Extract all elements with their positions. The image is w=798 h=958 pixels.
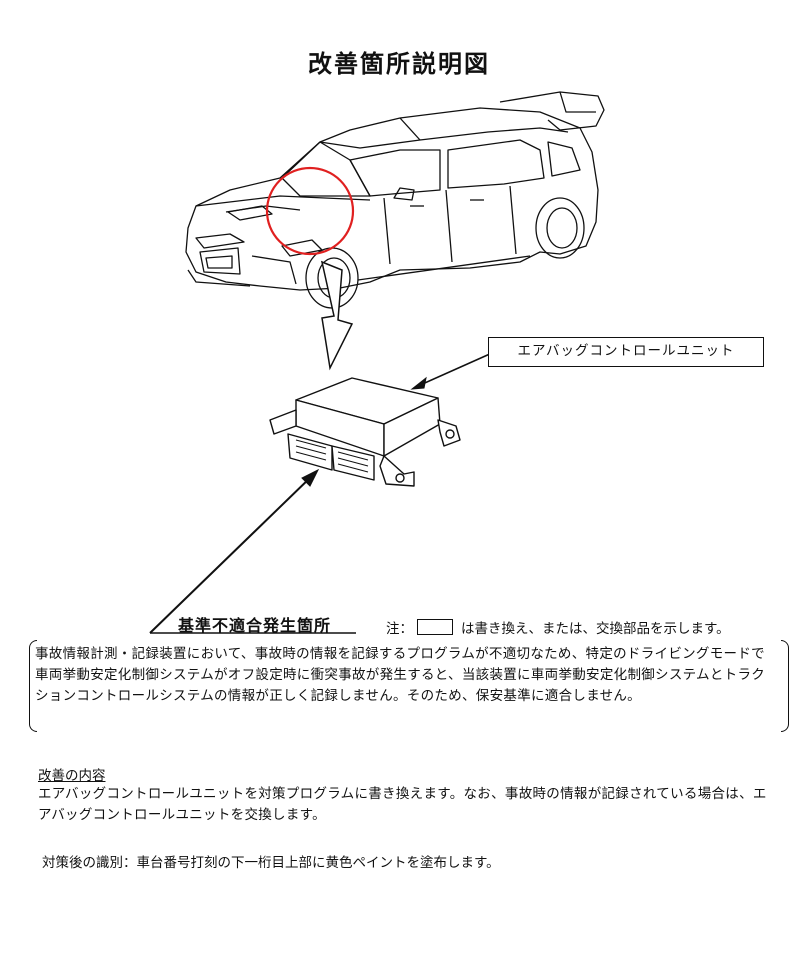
- down-arrow-icon: [320, 260, 354, 371]
- improvement-heading: 改善の内容: [38, 768, 106, 784]
- defect-description: 事故情報計測・記録装置において、事故時の情報を記録するプログラムが不適切なため、…: [35, 646, 766, 704]
- identification-text: 対策後の識別：車台番号打刻の下一桁目上部に黄色ペイントを塗布します。: [42, 855, 500, 871]
- note-prefix: 注：: [386, 621, 413, 637]
- airbag-unit-label: エアバッグコントロールユニット: [488, 337, 764, 367]
- note: 注： は書き換え、または、交換部品を示します。: [386, 617, 730, 637]
- note-box-icon: [417, 619, 453, 635]
- highlight-circle: [265, 166, 355, 256]
- airbag-control-unit-illustration: [269, 377, 461, 487]
- note-suffix: は書き換え、または、交換部品を示します。: [461, 621, 730, 637]
- unit-callout-arrow: [417, 352, 493, 387]
- improvement-body: エアバッグコントロールユニットを対策プログラムに書き換えます。なお、事故時の情報…: [38, 786, 767, 823]
- page-title: 改善箇所説明図: [308, 50, 490, 78]
- defect-site-label: 基準不適合発生箇所: [178, 616, 332, 635]
- bracket-right: [781, 640, 789, 732]
- defect-site-arrow: [149, 473, 315, 634]
- car-illustration: [185, 91, 605, 309]
